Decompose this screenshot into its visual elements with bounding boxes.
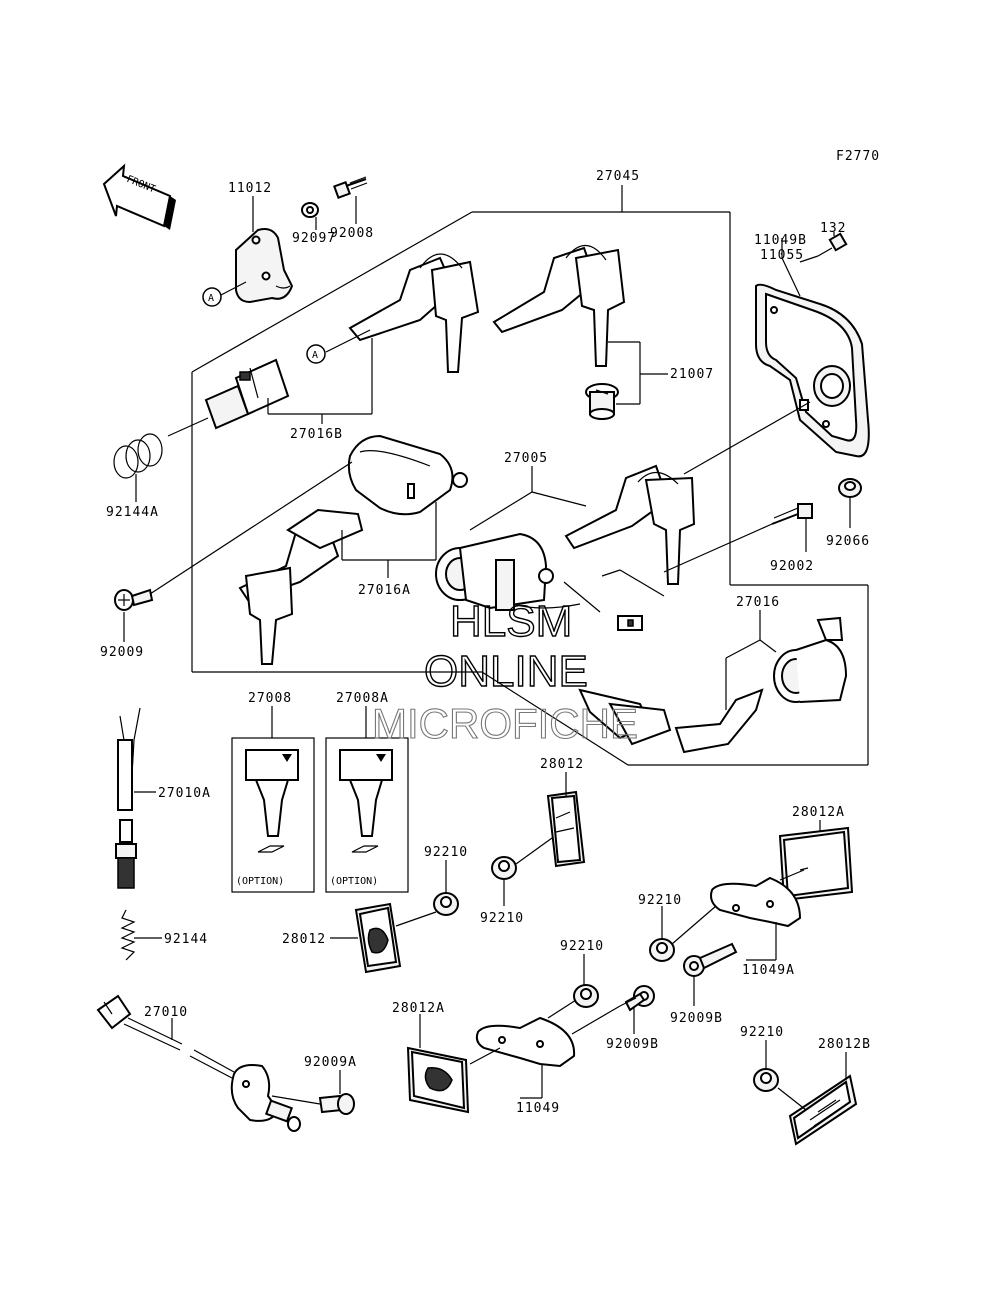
- part-92009-screw: [114, 588, 154, 611]
- part-27016b-cylinder: [204, 358, 290, 430]
- label-11049b: 11049B: [754, 233, 807, 248]
- part-92210-nut-d: [573, 984, 599, 1008]
- label-27016a: 27016A: [358, 583, 411, 598]
- part-92066-grommet: [838, 478, 862, 498]
- assembly-bracket-27045: [191, 185, 869, 766]
- part-28012b: [788, 1074, 858, 1146]
- label-92210-b: 92210: [480, 911, 524, 926]
- label-27010a: 27010A: [158, 786, 211, 801]
- callout-a-1-text: A: [208, 293, 214, 304]
- option-label-27008: (OPTION): [236, 876, 284, 887]
- option-label-27008a: (OPTION): [330, 876, 378, 887]
- label-28012a-right: 28012A: [792, 805, 845, 820]
- label-92009b-b: 92009B: [606, 1037, 659, 1052]
- key-pair-21007: [492, 244, 626, 367]
- callout-a-2: [306, 344, 326, 364]
- part-92008-bolt: [333, 176, 368, 199]
- label-27016b: 27016B: [290, 427, 343, 442]
- watermark-line2: ONLINE: [424, 647, 588, 696]
- label-11049a: 11049A: [742, 963, 795, 978]
- part-27010-switch: [96, 994, 301, 1132]
- watermark-line3: MICROFICHE: [372, 700, 638, 747]
- part-92009b-bolt-a: [683, 942, 738, 977]
- label-92144a: 92144A: [106, 505, 159, 520]
- label-28012-top: 28012: [540, 757, 584, 772]
- label-21007: 21007: [670, 367, 714, 382]
- key-pair-27005: [564, 464, 696, 585]
- label-27005: 27005: [504, 451, 548, 466]
- part-27005-ignition: [435, 532, 643, 631]
- label-92210-d: 92210: [560, 939, 604, 954]
- part-92210-nut-e: [753, 1068, 779, 1092]
- label-11055: 11055: [760, 248, 804, 263]
- callout-a-1: [202, 287, 222, 307]
- part-92009b-bolt-b: [619, 985, 655, 1012]
- part-27016-lock: [773, 616, 848, 703]
- figure-id: F2770: [836, 149, 880, 164]
- option-key-27008: (OPTION): [231, 737, 315, 893]
- part-28012a-right: [778, 826, 854, 902]
- option-key-27008a: (OPTION): [325, 737, 409, 893]
- label-28012a-mid: 28012A: [392, 1001, 445, 1016]
- label-92002: 92002: [770, 559, 814, 574]
- front-arrow-icon: FRONT: [102, 163, 176, 230]
- part-92210-nut-b: [491, 856, 517, 880]
- callout-a-2-text: A: [312, 350, 318, 361]
- label-27010: 27010: [144, 1005, 188, 1020]
- label-28012-left: 28012: [282, 932, 326, 947]
- label-92097: 92097: [292, 231, 336, 246]
- label-92008: 92008: [330, 226, 374, 241]
- part-28012-left: [354, 902, 402, 974]
- label-92009b-a: 92009B: [670, 1011, 723, 1026]
- label-27016: 27016: [736, 595, 780, 610]
- label-11049: 11049: [516, 1101, 560, 1116]
- label-132: 132: [820, 221, 846, 236]
- part-11049-bracket: [475, 1016, 576, 1068]
- watermark: HLSM ONLINE MICROFICHE: [371, 596, 638, 747]
- label-27008a: 27008A: [336, 691, 389, 706]
- label-28012b: 28012B: [818, 1037, 871, 1052]
- label-92144: 92144: [164, 932, 208, 947]
- label-11012: 11012: [228, 181, 272, 196]
- part-28012a-mid: [406, 1046, 470, 1114]
- label-92210-e: 92210: [740, 1025, 784, 1040]
- part-21007-plug: [585, 383, 619, 420]
- part-92097-washer: [301, 202, 319, 218]
- key-pair-27016: [578, 688, 764, 754]
- part-92144-spring: [120, 909, 136, 961]
- label-92066: 92066: [826, 534, 870, 549]
- part-92002-bolt: [771, 503, 813, 525]
- part-92144a-spring: [113, 433, 163, 479]
- part-92009a-bolt: [318, 1093, 355, 1115]
- label-92210-a: 92210: [424, 845, 468, 860]
- part-28012-top: [546, 790, 586, 868]
- watermark-line1: HLSM: [450, 597, 572, 646]
- label-92009a: 92009A: [304, 1055, 357, 1070]
- part-27016a-cap: [347, 434, 468, 516]
- part-92210-nut-c: [649, 938, 675, 962]
- part-132-bolt: [799, 232, 848, 263]
- part-11012-plate: [235, 228, 294, 304]
- part-27010a-switch: [115, 707, 141, 889]
- part-11049a-bracket: [710, 869, 805, 928]
- label-92009: 92009: [100, 645, 144, 660]
- label-27008: 27008: [248, 691, 292, 706]
- key-pair-27016b: [348, 253, 480, 373]
- key-pair-27016a: [238, 508, 364, 665]
- label-92210-c: 92210: [638, 893, 682, 908]
- part-11049b-cover: [755, 283, 870, 458]
- part-92210-nut-a: [433, 892, 459, 916]
- label-27045: 27045: [596, 169, 640, 184]
